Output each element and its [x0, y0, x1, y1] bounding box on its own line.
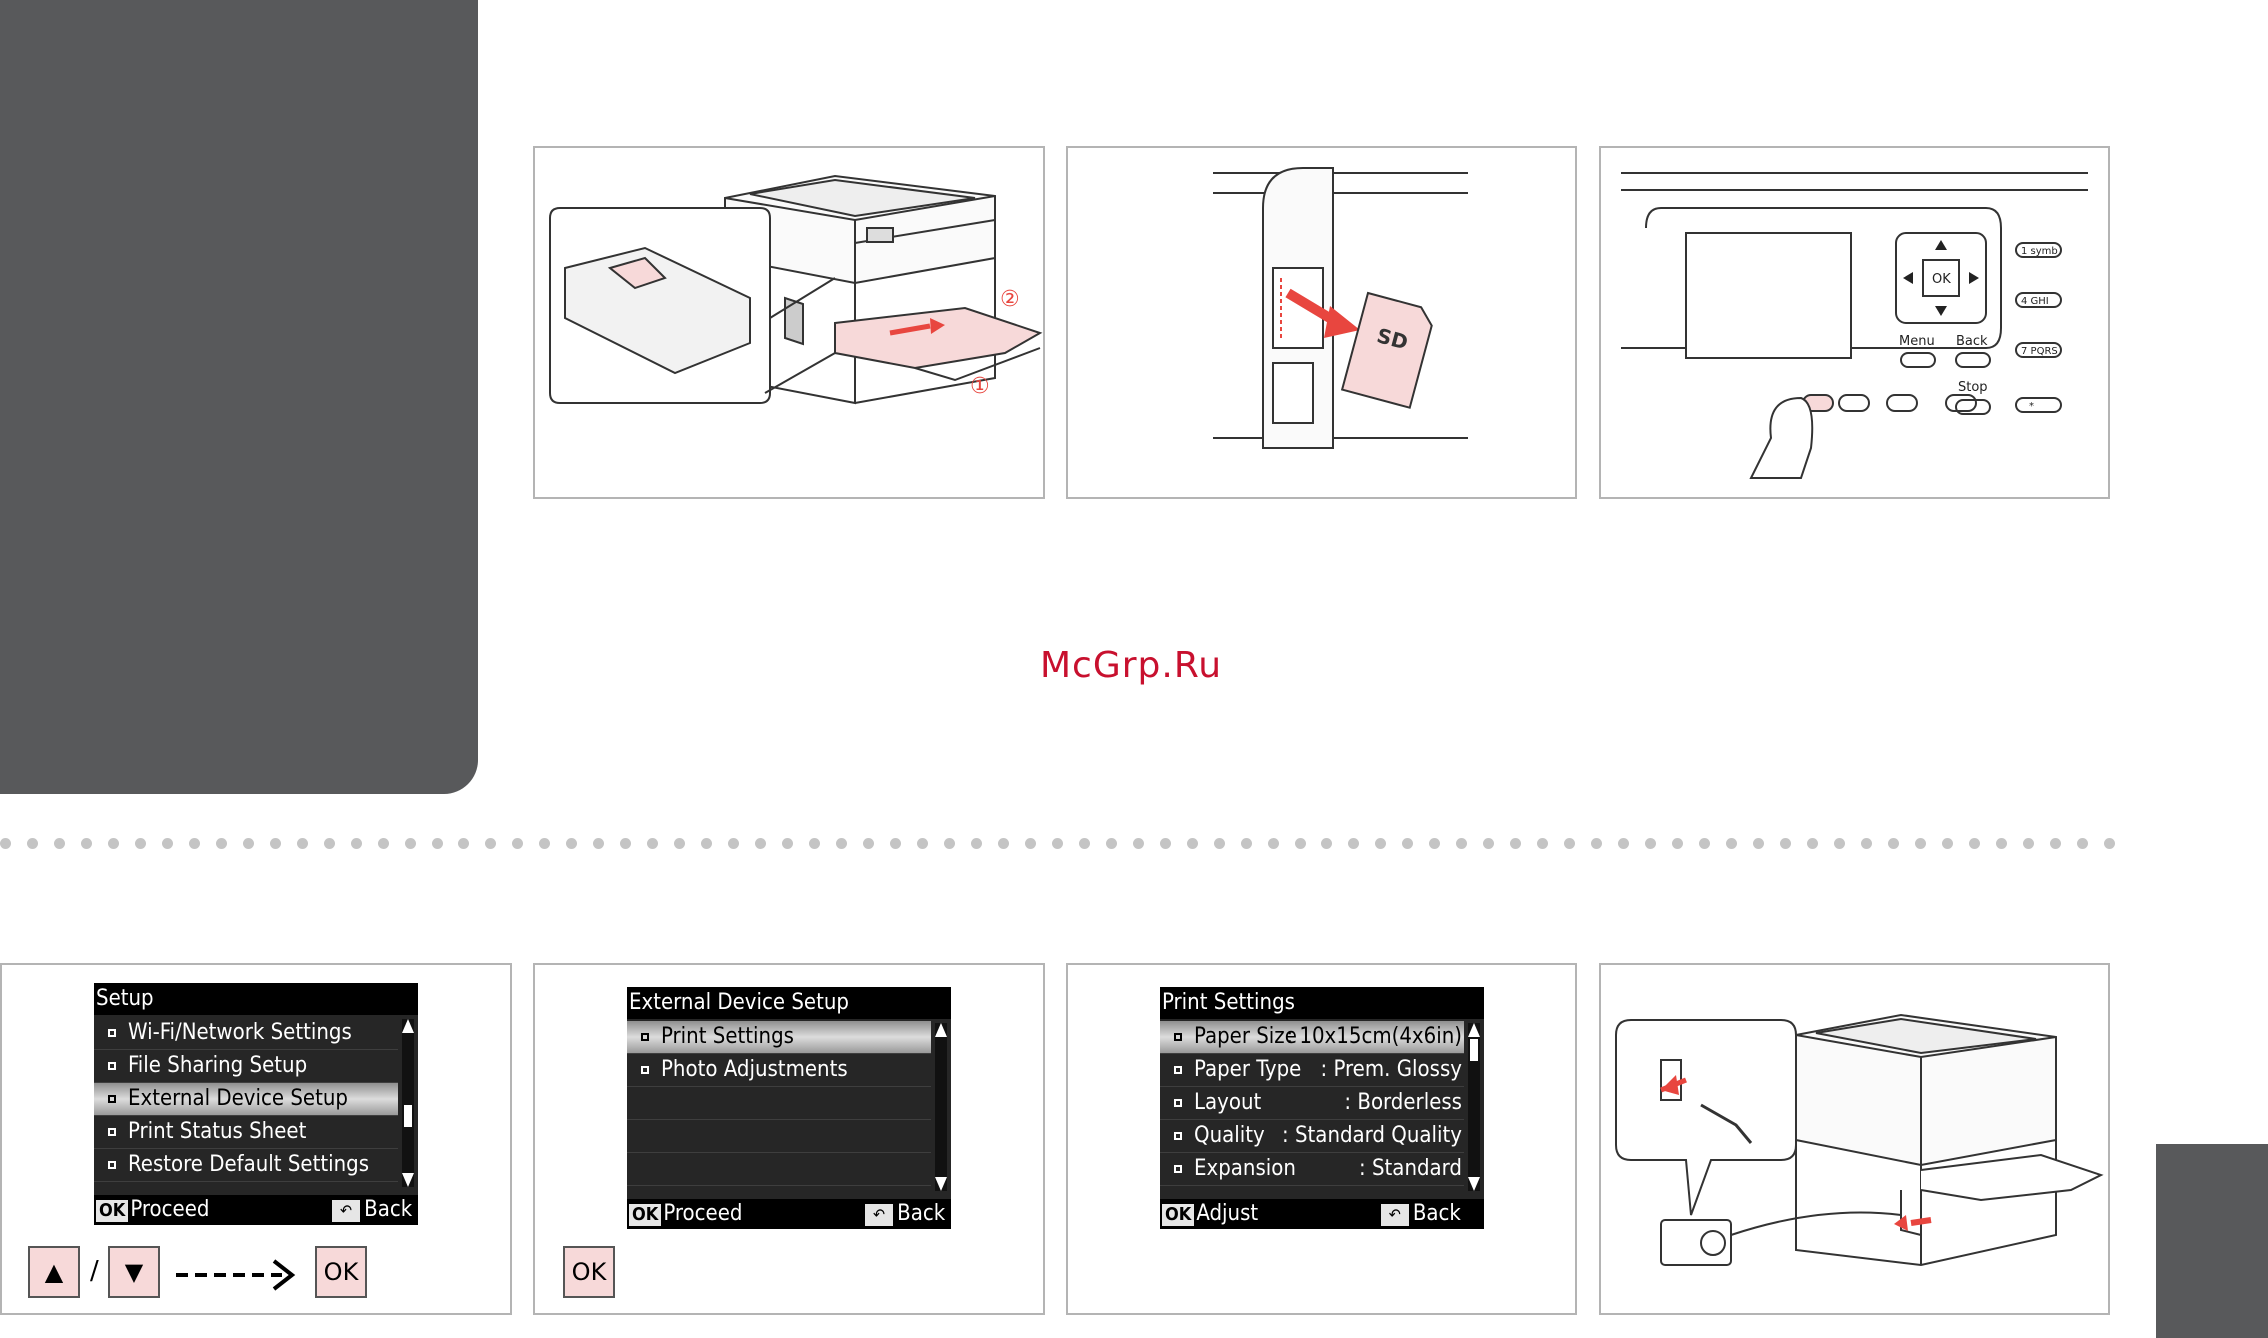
panel-menu-label: Menu [1899, 334, 1935, 349]
up-arrow-key[interactable]: ▲ [28, 1246, 80, 1298]
back-icon: ↶ [1380, 1204, 1409, 1226]
ok-key[interactable]: OK [315, 1246, 367, 1298]
menu-item-empty [627, 1153, 931, 1186]
menu-item-restore-defaults[interactable]: Restore Default Settings [94, 1149, 398, 1182]
panel-key-1: 1 symb [2021, 246, 2058, 257]
panel-back-label: Back [1956, 334, 1988, 349]
lcd-title: External Device Setup [627, 987, 951, 1019]
menu-item-wifi[interactable]: Wi-Fi/Network Settings [94, 1017, 398, 1050]
menu-item-file-sharing[interactable]: File Sharing Setup [94, 1050, 398, 1083]
illustration-camera-connect [1599, 963, 2110, 1315]
scrollbar[interactable] [1468, 1023, 1480, 1191]
panel-key-star: * [2029, 401, 2034, 412]
ok-key[interactable]: OK [563, 1246, 615, 1298]
down-arrow-key[interactable]: ▼ [108, 1246, 160, 1298]
panel-key-4: 4 GHI [2021, 296, 2049, 307]
back-icon: ↶ [865, 1204, 894, 1226]
menu-item-print-status[interactable]: Print Status Sheet [94, 1116, 398, 1149]
menu-item-empty [627, 1120, 931, 1153]
illustration-sd-card: SD [1066, 146, 1577, 499]
setting-paper-size[interactable]: Paper Size: 10x15cm(4x6in) [1160, 1021, 1464, 1054]
key-separator: / [90, 1256, 99, 1286]
step-external-device: External Device Setup Print Settings Pho… [533, 963, 1045, 1315]
lcd-print-settings: Print Settings Paper Size: 10x15cm(4x6in… [1160, 987, 1484, 1229]
setting-expansion[interactable]: Expansion: Standard [1160, 1153, 1464, 1186]
scrollbar[interactable] [402, 1019, 414, 1187]
control-panel-illustration: OK Menu Back Stop 1 symb 4 GHI 7 PQRS * [1621, 172, 2088, 479]
setting-paper-type[interactable]: Paper Type: Prem. Glossy [1160, 1054, 1464, 1087]
lcd-setup: Setup Wi-Fi/Network Settings File Sharin… [94, 983, 418, 1225]
illustration-paper-tray: ② ① [533, 146, 1045, 499]
step-setup-menu: Setup Wi-Fi/Network Settings File Sharin… [0, 963, 512, 1315]
illustration-control-panel: OK Menu Back Stop 1 symb 4 GHI 7 PQRS * [1599, 146, 2110, 499]
callout-2: ② [1000, 287, 1020, 312]
menu-item-print-settings[interactable]: Print Settings [627, 1021, 931, 1054]
panel-stop-label: Stop [1958, 380, 1988, 395]
sd-card-insert-illustration: SD [1213, 167, 1468, 449]
menu-item-empty [627, 1087, 931, 1120]
setting-layout[interactable]: Layout: Borderless [1160, 1087, 1464, 1120]
setting-quality[interactable]: Quality: Standard Quality [1160, 1120, 1464, 1153]
panel-key-7: 7 PQRS [2021, 346, 2058, 357]
panel-ok-label: OK [1932, 272, 1951, 287]
section-divider [0, 838, 2115, 854]
callout-1: ① [970, 374, 990, 399]
lcd-title: Print Settings [1160, 987, 1484, 1019]
camera-usb-illustration [1615, 1013, 2104, 1267]
printer-tray-illustration: ② ① [549, 174, 1043, 405]
proceed-arrow-icon [176, 1259, 296, 1291]
step-print-settings: Print Settings Paper Size: 10x15cm(4x6in… [1066, 963, 1577, 1315]
lcd-title: Setup [94, 983, 418, 1015]
page-corner-tab [2156, 1144, 2268, 1338]
chapter-tab [0, 0, 478, 794]
menu-item-external-device[interactable]: External Device Setup [94, 1083, 398, 1116]
lcd-external-device: External Device Setup Print Settings Pho… [627, 987, 951, 1229]
back-icon: ↶ [332, 1200, 361, 1222]
watermark: McGrp.Ru [1040, 645, 1223, 686]
menu-item-photo-adjustments[interactable]: Photo Adjustments [627, 1054, 931, 1087]
scrollbar[interactable] [935, 1023, 947, 1191]
